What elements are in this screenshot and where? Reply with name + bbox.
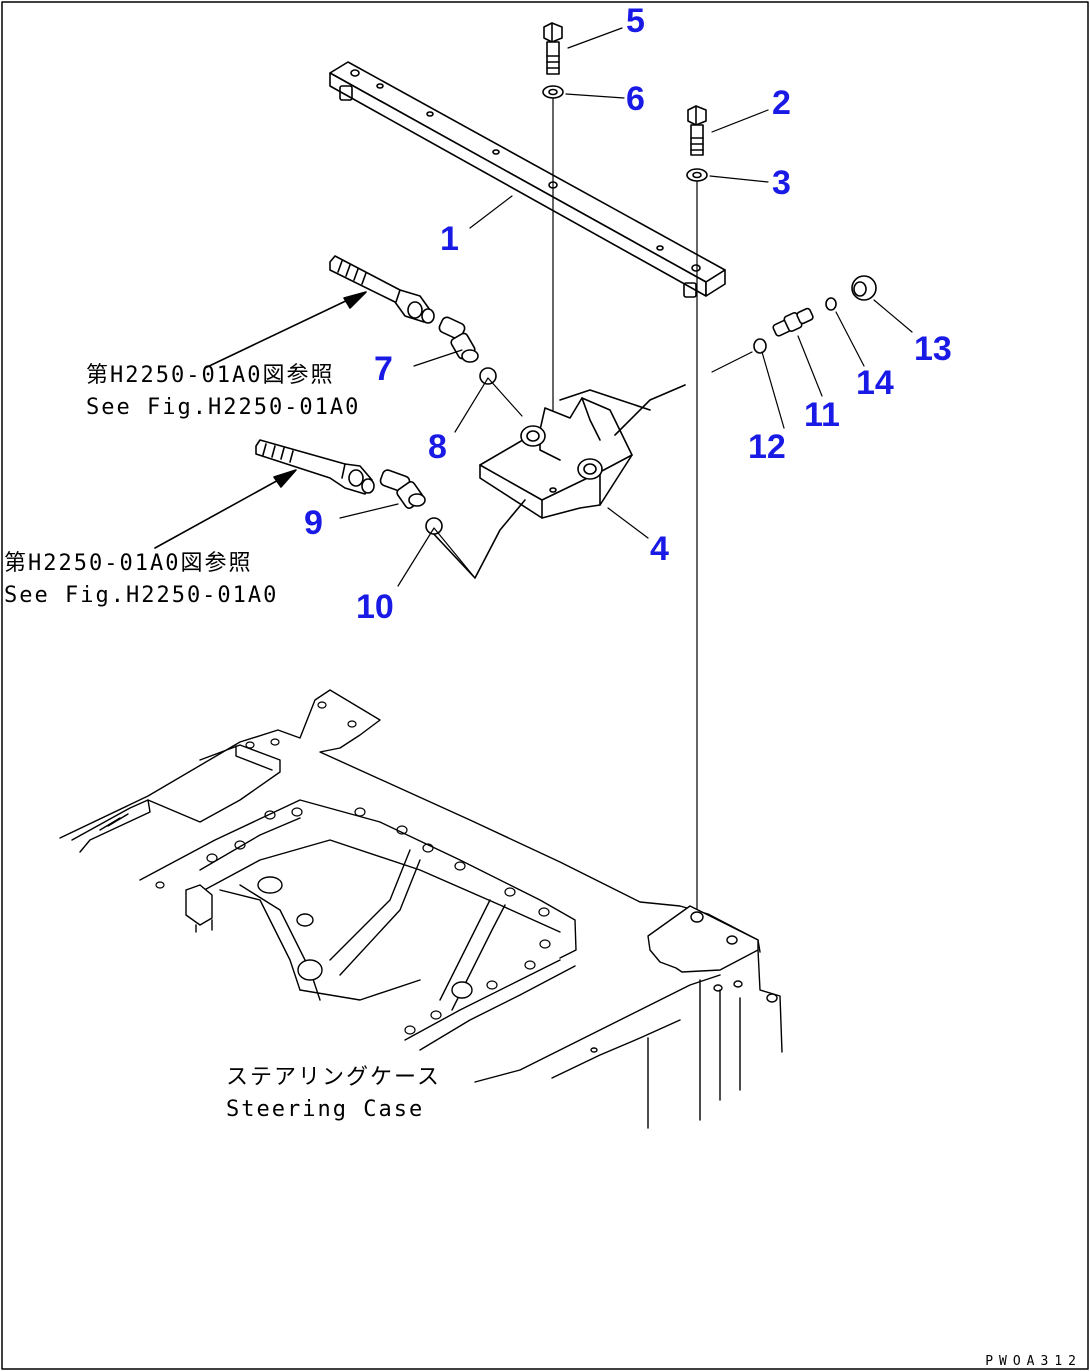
cross-beam-part-1 (329, 61, 726, 298)
elbow-fitting-part-7 (438, 316, 479, 363)
reference-upper-en: See Fig.H2250-01A0 (86, 395, 361, 420)
leader-lines (339, 27, 913, 587)
steering-case-label-en: Steering Case (226, 1097, 425, 1122)
callout-4: 4 (650, 530, 669, 568)
block-part-4 (429, 384, 686, 579)
steering-case-label-jp: ステアリングケース (226, 1065, 441, 1090)
callout-10: 10 (356, 588, 394, 626)
plug-part-12 (753, 338, 767, 354)
reference-arrow-upper (204, 291, 367, 369)
callout-5: 5 (626, 2, 645, 40)
drawing-code: PWOA312 (985, 1354, 1082, 1369)
elbow-fitting-part-9 (379, 469, 426, 509)
o-ring-part-8 (479, 367, 497, 385)
washer-part-6 (542, 85, 564, 99)
callout-3: 3 (772, 164, 791, 202)
bolt-part-2 (687, 105, 707, 156)
hose-lower (255, 439, 375, 495)
reference-lower-jp: 第H2250-01A0図参照 (4, 551, 253, 576)
cap-part-13 (851, 275, 877, 301)
callout-14: 14 (856, 364, 894, 402)
callout-2: 2 (772, 84, 791, 122)
reference-lower-en: See Fig.H2250-01A0 (4, 583, 279, 608)
hose-upper (329, 255, 435, 324)
washer-part-3 (686, 168, 708, 182)
o-ring-part-10 (425, 517, 443, 535)
callout-7: 7 (374, 350, 393, 388)
callout-8: 8 (428, 428, 447, 466)
washer-part-14 (825, 297, 837, 311)
reference-arrow-lower (154, 469, 297, 549)
nipple-part-11 (772, 307, 814, 337)
bolt-part-5 (543, 22, 563, 75)
steering-case (59, 689, 783, 1129)
callout-11: 11 (804, 396, 840, 434)
callout-6: 6 (626, 80, 645, 118)
callout-12: 12 (748, 428, 786, 466)
callout-9: 9 (304, 504, 323, 542)
reference-upper-jp: 第H2250-01A0図参照 (86, 363, 335, 388)
callout-13: 13 (914, 330, 952, 368)
callout-1: 1 (440, 220, 459, 258)
